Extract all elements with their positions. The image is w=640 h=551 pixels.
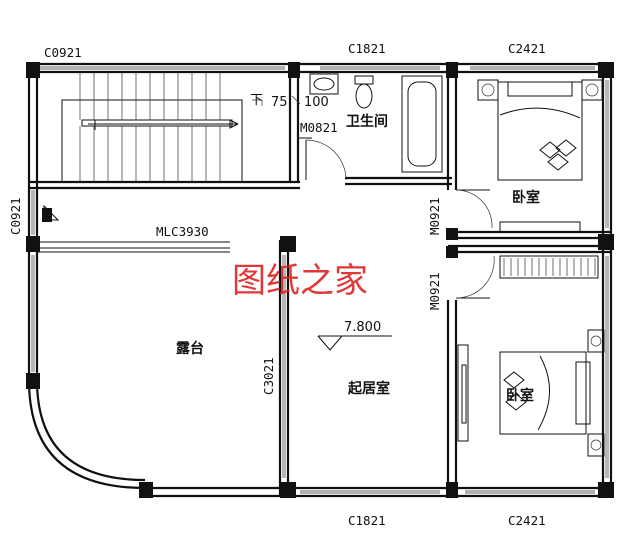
elevation-marker [317, 335, 392, 351]
door-label-bed1: M0921 [427, 197, 442, 235]
stair-down-label: 下 [250, 93, 263, 108]
bedroom-bottom-furniture [457, 329, 605, 457]
downpipe [42, 208, 52, 222]
bedroom-top-furniture [455, 79, 603, 233]
window-label-top-mid: C1821 [348, 41, 386, 56]
door-label-bed2: M0921 [427, 272, 442, 310]
staircase [61, 72, 263, 183]
window-label-living-left: C3021 [261, 357, 276, 395]
window-label-top-left: C0921 [44, 45, 82, 60]
window-label-bottom-mid: C1821 [348, 513, 386, 528]
window-label-top-right: C2421 [508, 41, 546, 56]
bathroom-fixtures [298, 73, 443, 181]
room-bathroom: 卫生间 [346, 113, 388, 130]
window-label-left: C0921 [8, 197, 23, 235]
watermark: 图纸之家 [232, 261, 368, 301]
outer-walls [27, 62, 613, 498]
room-bedroom-bottom: 卧室 [506, 387, 534, 404]
room-living: 起居室 [347, 380, 390, 397]
dim-tick [291, 95, 301, 105]
door-label-bath: M0821 [300, 120, 338, 135]
window-label-bottom-right: C2421 [508, 513, 546, 528]
elevation-label: 7.800 [344, 320, 381, 335]
dim-100: 100 [304, 95, 329, 110]
structural-columns [26, 62, 614, 498]
window-marks [31, 66, 609, 494]
wardrobe-hatch [455, 255, 599, 299]
room-bedroom-top: 卧室 [512, 189, 540, 206]
room-terrace: 露台 [176, 340, 204, 357]
dim-75: 75 [271, 95, 288, 110]
door-label-balcony: MLC3930 [156, 224, 209, 239]
